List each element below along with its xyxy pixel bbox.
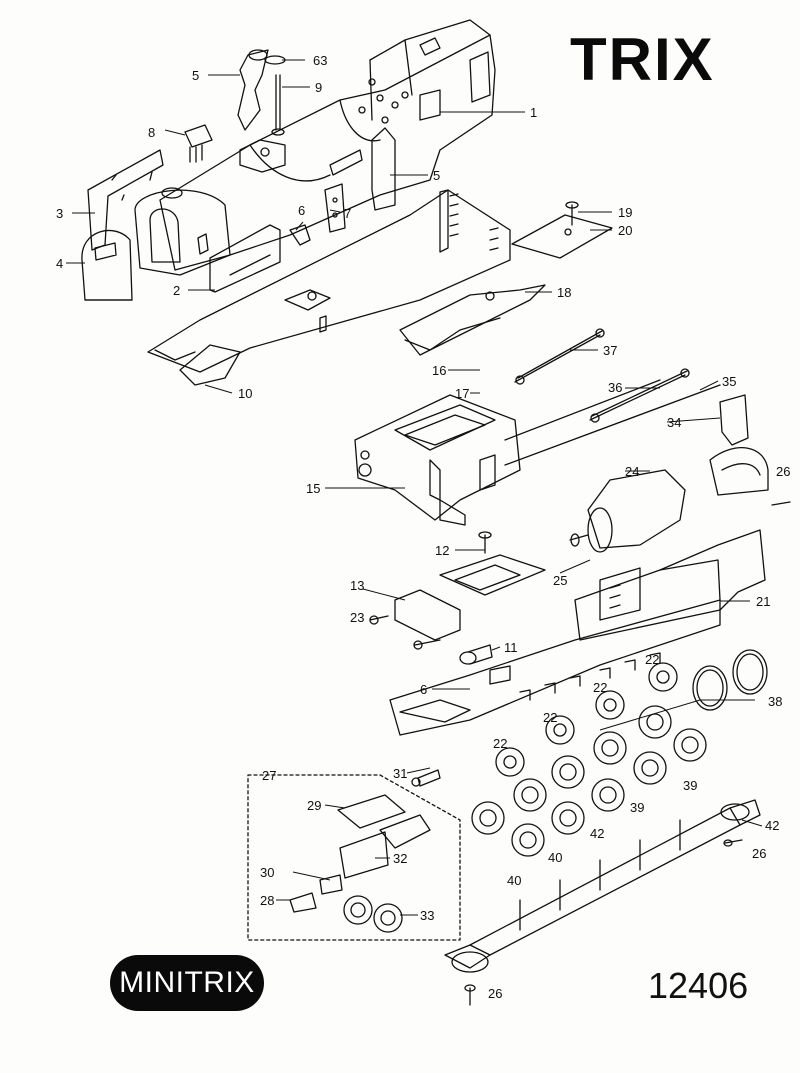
- chassis-block-part: [574, 529, 766, 641]
- callout-23: 23: [350, 610, 364, 625]
- callout-20: 20: [618, 223, 632, 238]
- callout-22b: 22: [593, 680, 607, 695]
- callout-18: 18: [557, 285, 571, 300]
- callout-26c: 26: [488, 986, 502, 1001]
- callout-2: 2: [173, 283, 180, 298]
- callout-26: 26: [776, 464, 790, 479]
- callout-22d: 22: [493, 736, 507, 751]
- callout-38: 38: [768, 694, 782, 709]
- cylinder-block-part: [354, 394, 521, 526]
- callout-5: 5: [192, 68, 199, 83]
- front-cap-part: [81, 229, 133, 301]
- callout-22: 22: [645, 652, 659, 667]
- document-number: 12406: [648, 965, 749, 1006]
- chimney-parts: [237, 49, 286, 136]
- callout-30: 30: [260, 865, 274, 880]
- callout-21: 21: [756, 594, 770, 609]
- callout-15: 15: [306, 481, 320, 496]
- callout-33: 33: [420, 908, 434, 923]
- side-cover-part: [719, 394, 749, 446]
- driving-wheelsets: [471, 705, 707, 857]
- callout-27: 27: [262, 768, 276, 783]
- boiler-body-part: [159, 19, 496, 271]
- callout-25: 25: [553, 573, 567, 588]
- chassis-plate-part: [147, 189, 511, 386]
- callout-42: 42: [765, 818, 779, 833]
- callout-63: 63: [313, 53, 327, 68]
- smokebox-front: [134, 187, 231, 276]
- callout-39: 39: [683, 778, 697, 793]
- smoke-deflector-left: [87, 149, 164, 251]
- callout-32: 32: [393, 851, 407, 866]
- callout-34: 34: [667, 415, 681, 430]
- callout-42b: 42: [590, 826, 604, 841]
- series-badge: MINITRIX: [110, 955, 264, 1011]
- lamp-bracket-part: [184, 124, 213, 163]
- brake-rigging-part: [399, 284, 546, 356]
- callout-26b: 26: [752, 846, 766, 861]
- dome-part: [371, 127, 396, 211]
- callout-40: 40: [548, 850, 562, 865]
- callout-24: 24: [625, 464, 639, 479]
- bottom-frame-part: [444, 799, 761, 973]
- motor-part: [569, 469, 686, 553]
- callout-39b: 39: [630, 800, 644, 815]
- lower-frame-part: [389, 599, 721, 736]
- callout-22c: 22: [543, 710, 557, 725]
- callout-1: 1: [530, 105, 537, 120]
- leader-lines: [66, 59, 763, 916]
- callout-36: 36: [608, 380, 622, 395]
- callout-13: 13: [350, 578, 364, 593]
- callout-9: 9: [315, 80, 322, 95]
- gear-set: [495, 662, 678, 777]
- brand-logo: TRIX: [570, 26, 715, 93]
- callout-8: 8: [148, 125, 155, 140]
- callout-16: 16: [432, 363, 446, 378]
- callout-19: 19: [618, 205, 632, 220]
- callout-labels: 63 5 9 8 1 5 3 6 7 19 20 4 2 18 10 37 16…: [56, 53, 790, 1001]
- callout-4: 4: [56, 256, 63, 271]
- callout-12: 12: [435, 543, 449, 558]
- callout-37: 37: [603, 343, 617, 358]
- callout-6b: 6: [420, 682, 427, 697]
- callout-11: 11: [504, 640, 518, 655]
- callout-31: 31: [393, 766, 407, 781]
- callout-17: 17: [455, 386, 469, 401]
- callout-29: 29: [307, 798, 321, 813]
- callout-5b: 5: [433, 168, 440, 183]
- callout-3: 3: [56, 206, 63, 221]
- mounting-plate-part: [511, 201, 613, 259]
- callout-28: 28: [260, 893, 274, 908]
- callout-7: 7: [344, 206, 351, 221]
- callout-35: 35: [722, 374, 736, 389]
- callout-10: 10: [238, 386, 252, 401]
- callout-6: 6: [298, 203, 305, 218]
- callout-40b: 40: [507, 873, 521, 888]
